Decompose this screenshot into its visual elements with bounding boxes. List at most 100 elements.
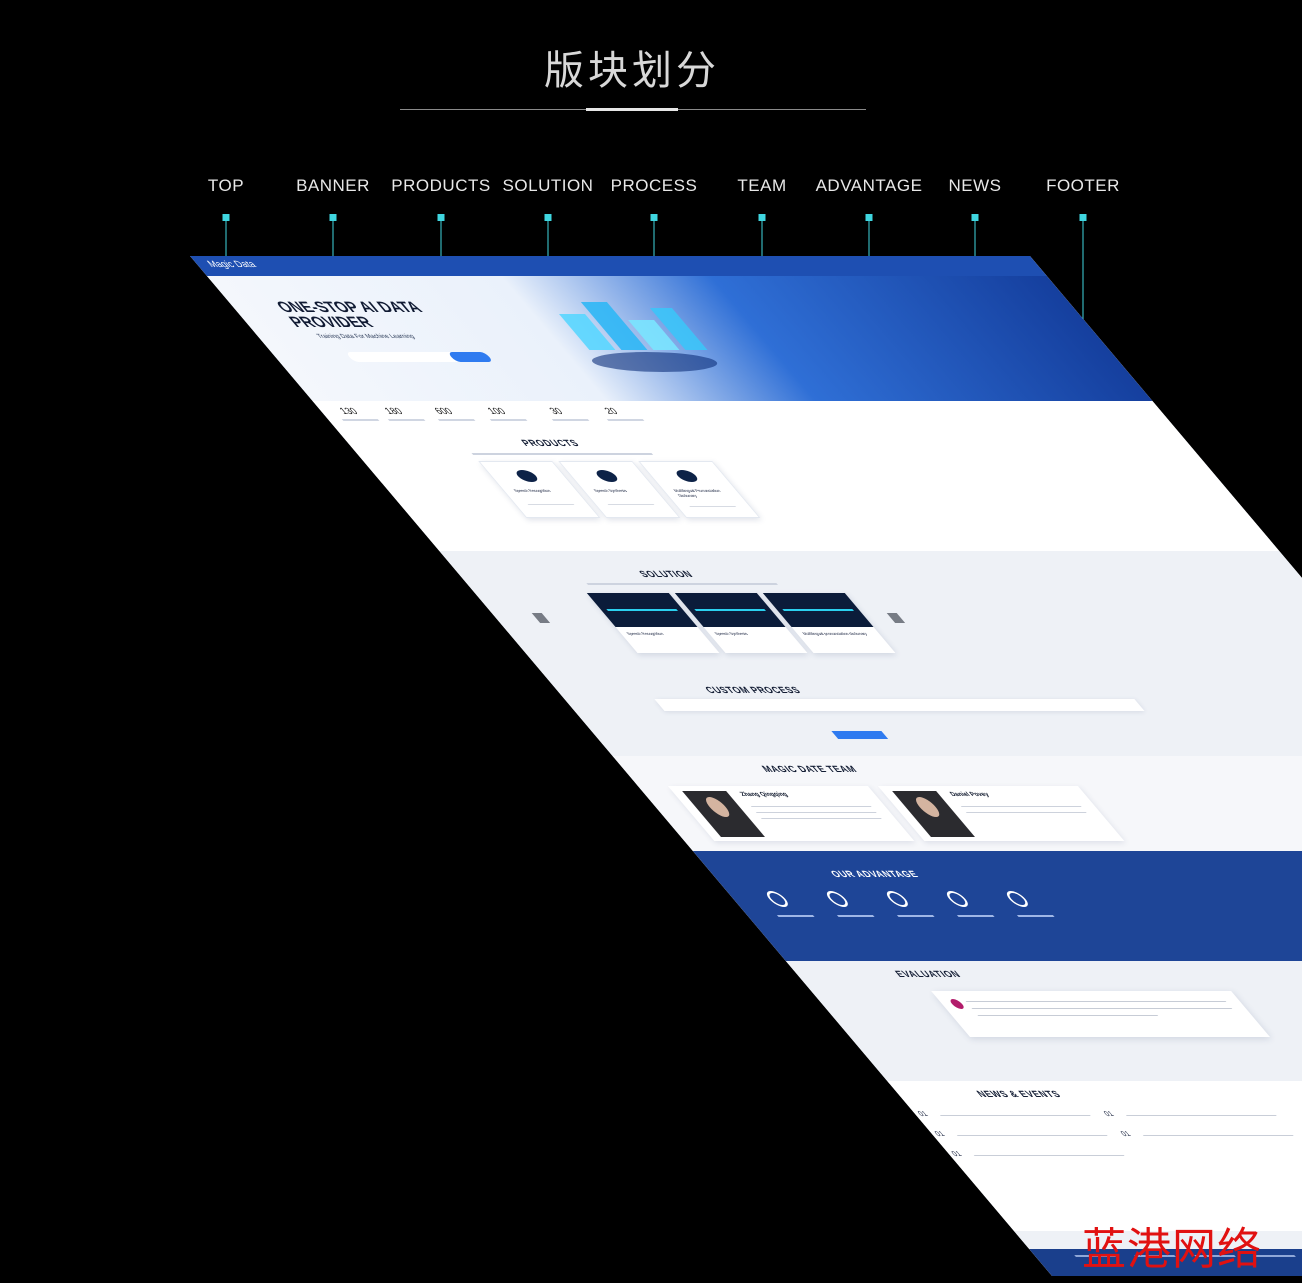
- team-member-bio: [965, 812, 1087, 813]
- mockup-banner: ONE-STOP AI DATA PROVIDER Training Data …: [206, 276, 1153, 401]
- solution-name: Multilingual pronunciation dictionary: [800, 631, 869, 636]
- news-date: 01: [950, 1151, 965, 1158]
- label-products-dot: [437, 214, 445, 221]
- advantage-title: OUR ADVANTAGE: [828, 869, 921, 879]
- mockup-banner-heading: ONE-STOP AI DATA PROVIDER: [272, 299, 427, 331]
- waveform-graphic: [782, 609, 854, 611]
- team-member-bio: [755, 812, 877, 813]
- label-advantage-dot: [865, 214, 873, 221]
- product-desc: [527, 504, 575, 505]
- process-button: [831, 731, 889, 739]
- product-name: Multilingual Pronunciation Dictionary: [672, 488, 722, 498]
- stat-caption: [606, 419, 645, 421]
- solution-subtitle: [586, 583, 779, 585]
- product-name: Speech Recognition: [512, 488, 553, 493]
- solution-next-icon: [886, 613, 906, 623]
- label-banner-dot: [329, 214, 337, 221]
- evaluation-quote: [931, 991, 1270, 1037]
- team-member-name: Zhang Qingqing: [738, 792, 791, 798]
- stat-value: 130: [336, 406, 361, 416]
- news-date: 01: [1119, 1131, 1134, 1138]
- products-subtitle: [471, 453, 654, 455]
- news-headline: [973, 1155, 1125, 1156]
- team-member-bio: [750, 806, 872, 807]
- news-date: 01: [933, 1131, 948, 1138]
- mockup-solution: SOLUTION Speech Recognition Speech Synth…: [439, 551, 1302, 681]
- news-headline: [956, 1135, 1108, 1136]
- process-steps: [654, 699, 1145, 711]
- team-title: MAGIC DATE TEAM: [759, 764, 860, 774]
- news-headline: [1125, 1115, 1277, 1116]
- evaluation-title: EVALUATION: [892, 969, 964, 979]
- label-team: TEAM: [737, 176, 787, 195]
- stat-caption: [551, 419, 590, 421]
- mockup-banner-subtitle: Training Data For Machine Learning: [315, 334, 417, 340]
- stat-value: 600: [431, 406, 456, 416]
- mockup-news: NEWS & EVENTS 01 01 01 01 01: [887, 1081, 1302, 1231]
- label-team-dot: [758, 214, 766, 221]
- mockup-advantage: OUR ADVANTAGE: [692, 851, 1302, 961]
- watermark-text: 蓝港网络: [1082, 1224, 1262, 1275]
- solution-title: SOLUTION: [636, 569, 696, 579]
- mockup-team: MAGIC DATE TEAM Zhang Qingqing Daniel Po…: [612, 756, 1302, 851]
- news-headline: [939, 1115, 1091, 1116]
- title-underline-highlight: [586, 108, 678, 111]
- stat-caption: [489, 419, 528, 421]
- quote-text: [971, 1008, 1233, 1009]
- stat-caption: [387, 419, 426, 421]
- label-process-dot: [650, 214, 658, 221]
- news-date: 01: [1102, 1111, 1117, 1118]
- stat-value: 180: [381, 406, 406, 416]
- waveform-graphic: [606, 609, 678, 611]
- label-news: NEWS: [948, 176, 1002, 195]
- label-top: TOP: [207, 176, 245, 195]
- face-graphic: [911, 797, 945, 817]
- team-member-bio: [760, 818, 882, 819]
- products-title: PRODUCTS: [518, 438, 582, 448]
- mockup-process: CUSTOM PROCESS: [549, 681, 1302, 756]
- product-icon: [592, 470, 621, 482]
- label-footer: FOOTER: [1046, 176, 1120, 195]
- label-products: PRODUCTS: [391, 176, 491, 195]
- stat-caption: [437, 419, 476, 421]
- recycle-icon: [882, 891, 913, 907]
- label-banner: BANNER: [296, 176, 370, 195]
- solution-name: Speech Synthesis: [712, 631, 750, 636]
- product-desc: [607, 504, 655, 505]
- advantage-caption: [956, 915, 995, 917]
- news-headline: [1142, 1135, 1294, 1136]
- advantage-caption: [776, 915, 815, 917]
- product-desc: [689, 506, 737, 507]
- target-icon: [762, 891, 793, 907]
- team-member-card: Zhang Qingqing: [667, 786, 915, 841]
- product-name: Speech Synthesis: [592, 488, 629, 493]
- mockup-stats: 130 180 600 100 30 20: [312, 401, 1178, 431]
- stat-value: 20: [601, 406, 621, 416]
- label-advantage: ADVANTAGE: [815, 176, 923, 195]
- label-top-dot: [222, 214, 230, 221]
- label-solution: SOLUTION: [502, 176, 594, 195]
- quote-text: [977, 1015, 1159, 1016]
- mockup-brand: Magic Data: [204, 259, 259, 269]
- team-member-card: Daniel Povey: [877, 786, 1125, 841]
- microphone-icon: [942, 891, 973, 907]
- advantage-caption: [836, 915, 875, 917]
- solution-prev-icon: [531, 613, 551, 623]
- page-title: 版块划分: [544, 48, 720, 94]
- banner-data-illustration: [559, 302, 718, 372]
- stat-value: 30: [546, 406, 566, 416]
- news-date: 01: [916, 1111, 931, 1118]
- product-icon: [512, 470, 541, 482]
- news-title: NEWS & EVENTS: [973, 1089, 1064, 1099]
- label-top-leader: [225, 221, 227, 267]
- stat-caption: [341, 419, 380, 421]
- label-footer-dot: [1079, 214, 1087, 221]
- waveform-graphic: [694, 609, 766, 611]
- advantage-caption: [896, 915, 935, 917]
- stat-value: 100: [484, 406, 509, 416]
- label-process: PROCESS: [610, 176, 698, 195]
- product-icon: [672, 470, 701, 482]
- website-mockup: Magic Data ONE-STOP AI DATA PROVIDER Tra…: [190, 256, 1302, 1276]
- team-member-name: Daniel Povey: [948, 792, 992, 798]
- label-news-dot: [971, 214, 979, 221]
